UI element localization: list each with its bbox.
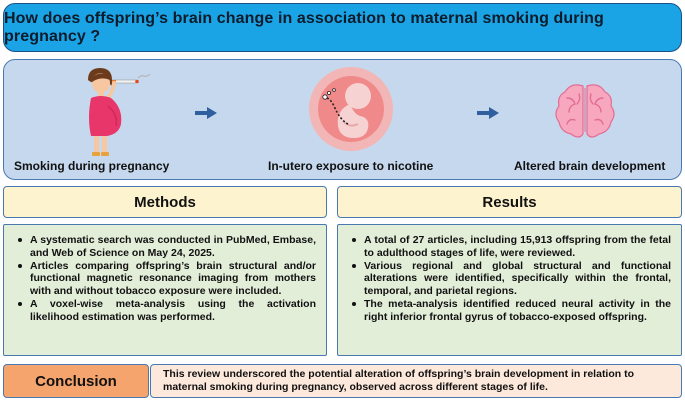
results-heading-box: Results — [337, 186, 682, 218]
list-item: Various regional and global structural a… — [350, 260, 671, 298]
pregnant-woman-smoking-icon — [88, 68, 151, 156]
step-label-exposure: In-utero exposure to nicotine — [268, 159, 434, 173]
methods-body: A systematic search was conducted in Pub… — [3, 224, 327, 356]
list-item: A systematic search was conducted in Pub… — [16, 234, 316, 259]
step-label-brain: Altered brain development — [514, 159, 666, 173]
methods-heading-box: Methods — [3, 186, 327, 218]
list-item: A voxel-wise meta-analysis using the act… — [16, 298, 316, 323]
results-list: A total of 27 articles, including 15,913… — [350, 234, 671, 323]
right-arrow-icon — [195, 107, 217, 119]
conclusion-body: This review underscored the potential al… — [150, 364, 682, 398]
methods-list: A systematic search was conducted in Pub… — [16, 234, 316, 323]
conclusion-text: This review underscored the potential al… — [163, 368, 635, 393]
list-item: A total of 27 articles, including 15,913… — [350, 234, 671, 259]
list-item: Articles comparing offspring’s brain str… — [16, 260, 316, 298]
fetus-in-womb-icon — [309, 67, 393, 151]
step-label-smoking: Smoking during pregnancy — [14, 159, 170, 173]
brain-icon — [555, 84, 615, 138]
pathway-panel: Smoking during pregnancy In-utero exposu… — [3, 59, 682, 180]
right-arrow-icon — [477, 107, 499, 119]
title-banner: How does offspring’s brain change in ass… — [3, 3, 682, 52]
page-title: How does offspring’s brain change in ass… — [4, 9, 604, 45]
list-item: The meta-analysis identified reduced neu… — [350, 298, 671, 323]
conclusion-heading: Conclusion — [35, 372, 117, 390]
conclusion-heading-box: Conclusion — [3, 364, 149, 398]
methods-heading: Methods — [134, 193, 196, 211]
results-body: A total of 27 articles, including 15,913… — [337, 224, 682, 356]
results-heading: Results — [482, 193, 537, 211]
